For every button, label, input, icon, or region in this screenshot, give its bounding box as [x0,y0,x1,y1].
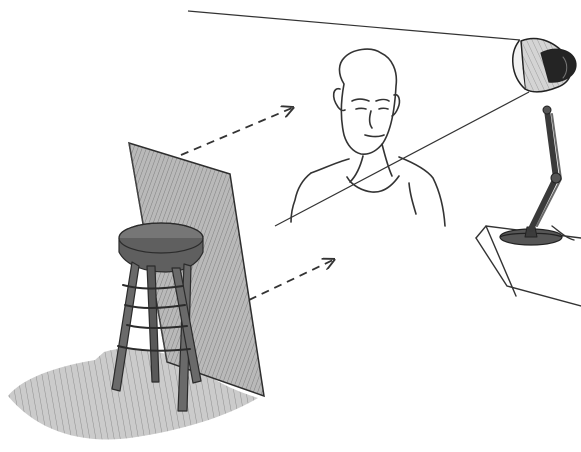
light-beam-top [188,11,520,40]
desk-lamp-icon [500,39,576,245]
person-sketch [291,49,445,226]
dashed-arrow-icon [249,260,333,300]
dashed-arrow-icon [181,108,292,155]
